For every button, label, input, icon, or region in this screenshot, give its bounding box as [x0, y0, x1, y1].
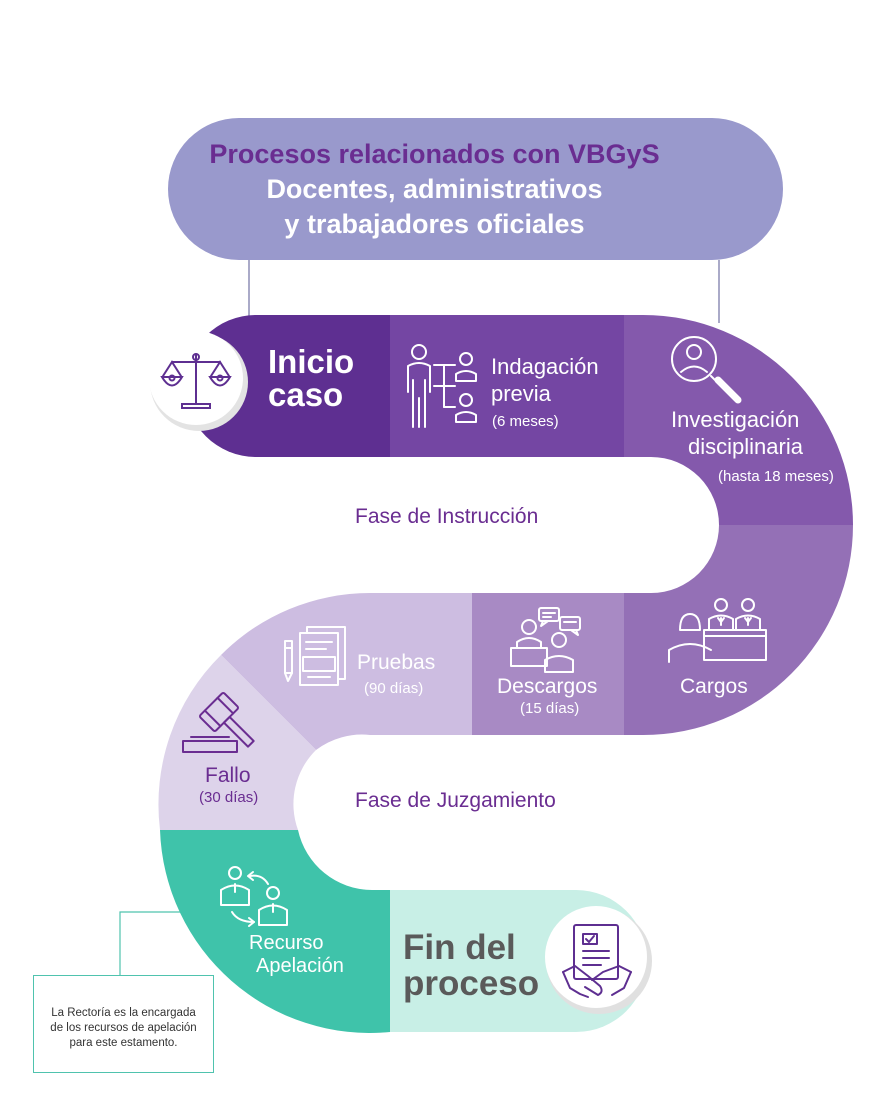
appeal-icon	[220, 866, 288, 927]
descargos-duration: (15 días)	[520, 700, 580, 717]
inicio-label-line1: Inicio	[268, 343, 355, 380]
header-subtitle-line2: y trabajadores oficiales	[284, 209, 585, 239]
dialogue-icon	[510, 607, 581, 673]
scales-icon	[160, 353, 232, 409]
pruebas-duration: (90 días)	[364, 680, 424, 697]
investigacion-label-line2: disciplinaria	[688, 434, 803, 459]
header-title: Procesos relacionados con VBGyS	[209, 139, 660, 169]
note-line1: La Rectoría es la encargada	[51, 1007, 196, 1019]
note-line3: para este estamento.	[69, 1037, 178, 1049]
segment-investigacion	[624, 315, 853, 525]
fin-label-line1: Fin del	[403, 928, 516, 967]
handshake-badge	[545, 906, 652, 1014]
phase-juzgamiento: Fase de Juzgamiento	[355, 789, 556, 812]
people-hierarchy-icon	[407, 344, 477, 428]
fallo-duration: (30 días)	[199, 789, 259, 806]
header-pill	[168, 118, 783, 260]
header-subtitle-line1: Docentes, administrativos	[266, 174, 603, 204]
phase-instruccion: Fase de Instrucción	[355, 505, 539, 528]
indagacion-label-line1: Indagación	[491, 354, 599, 379]
segment-recurso	[160, 830, 390, 1033]
fin-label-line2: proceso	[403, 964, 540, 1003]
person-search-icon	[671, 336, 742, 404]
note-connector	[119, 911, 180, 975]
indagacion-duration: (6 meses)	[492, 413, 559, 430]
fallo-label: Fallo	[205, 764, 251, 787]
investigacion-duration: (hasta 18 meses)	[718, 468, 834, 485]
investigacion-label-line1: Investigación	[671, 407, 800, 432]
cargos-label: Cargos	[680, 675, 748, 698]
recurso-label-line2: Apelación	[256, 955, 344, 977]
handshake-document-icon	[562, 924, 632, 998]
scales-badge	[149, 331, 248, 431]
tribunal-icon	[668, 598, 767, 663]
documents-icon	[284, 626, 346, 686]
note-box: La Rectoría es la encargada de los recur…	[33, 975, 214, 1073]
recurso-label-line1: Recurso	[249, 932, 324, 954]
descargos-label: Descargos	[497, 675, 598, 698]
segment-pruebas	[221, 593, 472, 750]
gavel-icon	[182, 692, 255, 753]
pruebas-label: Pruebas	[357, 651, 436, 674]
note-line2: de los recursos de apelación	[50, 1022, 197, 1034]
indagacion-label-line2: previa	[491, 381, 551, 406]
inicio-label-line2: caso	[268, 376, 344, 413]
